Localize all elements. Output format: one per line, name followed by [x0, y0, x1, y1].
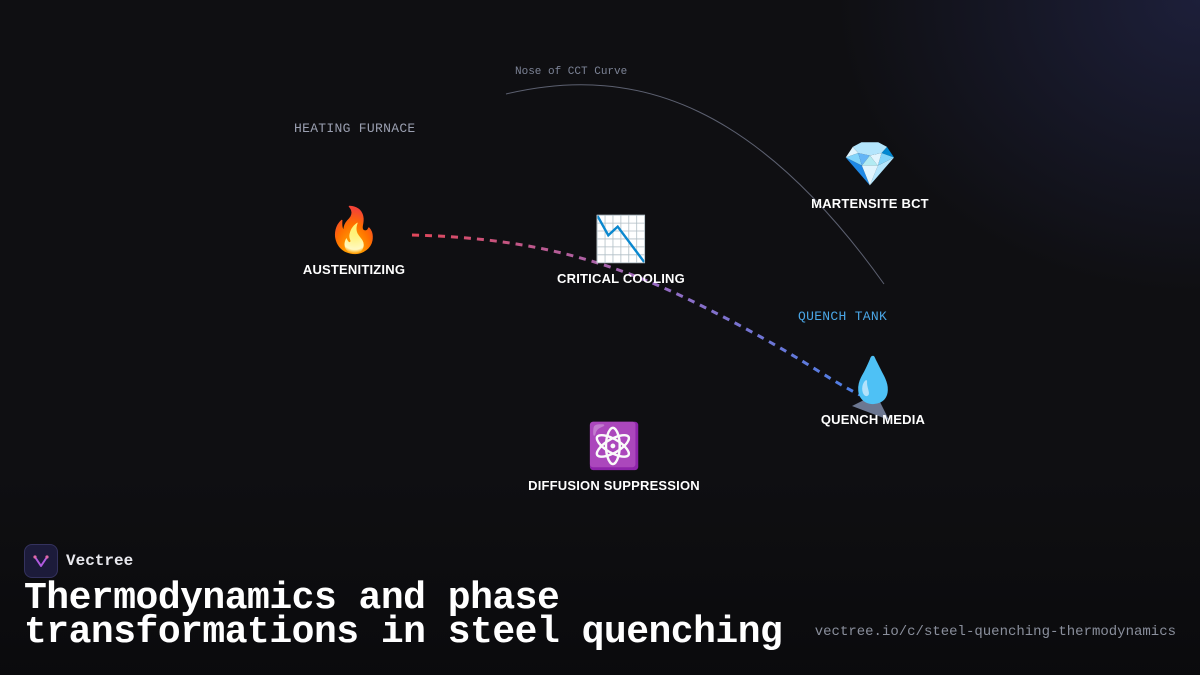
- curve-label: Nose of CCT Curve: [515, 66, 628, 78]
- node-label: AUSTENITIZING: [302, 262, 406, 277]
- node-label: CRITICAL COOLING: [557, 271, 685, 286]
- droplet-icon: 💧: [845, 356, 901, 405]
- vectree-logo-icon: [24, 544, 58, 578]
- zone-label-quench-tank: QUENCH TANK: [798, 309, 888, 324]
- node-diffusion-suppression: ⚛️ DIFFUSION SUPPRESSION: [528, 422, 700, 493]
- brand-name: Vectree: [66, 552, 134, 570]
- node-label: MARTENSITE BCT: [811, 196, 929, 211]
- node-austenitizing: 🔥 AUSTENITIZING: [303, 206, 405, 277]
- fire-icon: 🔥: [326, 206, 382, 255]
- cct-nose-curve: [505, 84, 885, 285]
- brand: Vectree: [24, 544, 133, 578]
- node-label: DIFFUSION SUPPRESSION: [528, 478, 700, 493]
- cooling-path: [411, 233, 861, 397]
- source-url: vectree.io/c/steel-quenching-thermodynam…: [814, 624, 1176, 640]
- chart-decreasing-icon: 📉: [593, 215, 649, 264]
- node-quench-media: 💧 QUENCH MEDIA: [821, 356, 925, 427]
- node-critical-cooling: 📉 CRITICAL COOLING: [557, 215, 685, 286]
- zone-label-heating-furnace: HEATING FURNACE: [294, 121, 416, 136]
- arrow-head: [852, 394, 889, 420]
- gem-icon: 💎: [842, 140, 898, 189]
- node-martensite: 💎 MARTENSITE BCT: [811, 140, 929, 211]
- atom-icon: ⚛️: [586, 422, 642, 471]
- page-title: Thermodynamics and phase transformations…: [24, 577, 783, 654]
- node-label: QUENCH MEDIA: [820, 412, 926, 427]
